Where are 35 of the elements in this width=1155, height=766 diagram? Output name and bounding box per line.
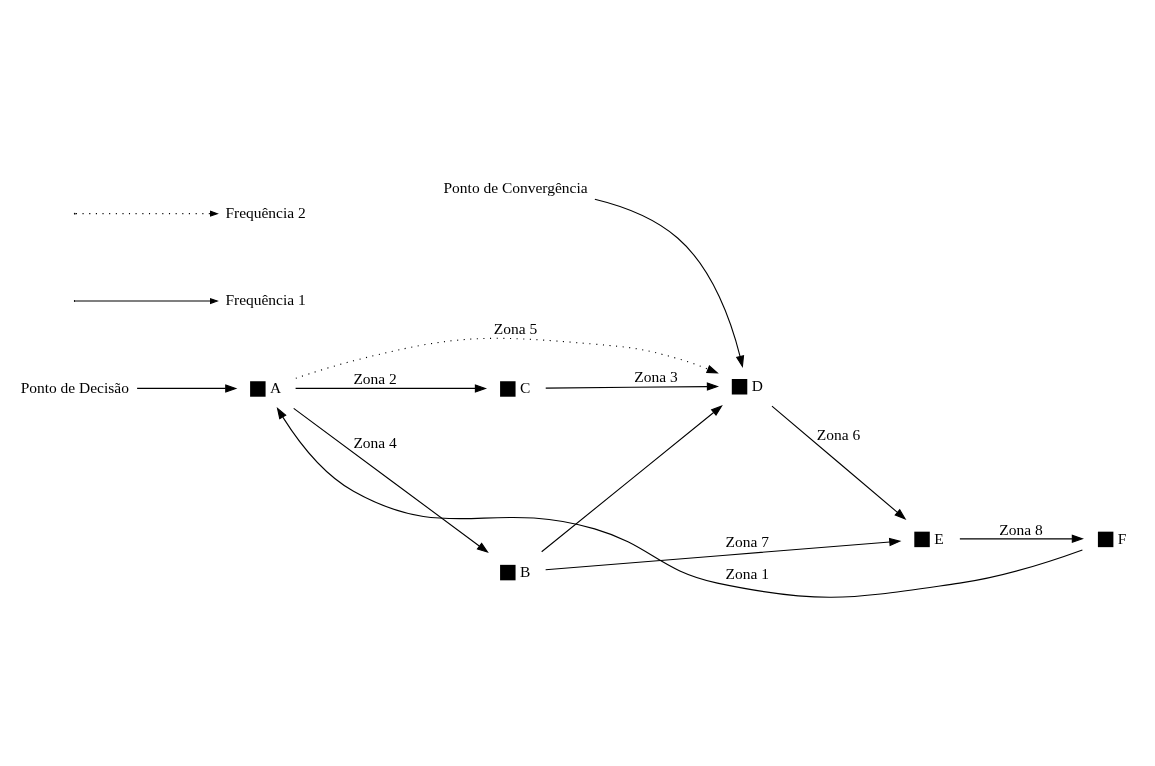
arrow [545,537,902,570]
edge-label: Zona 1 [725,564,769,582]
node-text: Ponto de Convergência [443,178,588,196]
arrow [771,405,907,520]
edge-label: Zona 4 [353,433,397,451]
edge-label: Zona 2 [353,369,397,387]
node-label: E [934,529,944,546]
arrow [594,198,745,368]
edge-label: Zona 8 [999,520,1043,538]
edge-label: Zona 7 [725,532,769,550]
node-label: C [519,378,531,396]
arrow [136,383,238,393]
arrow [545,381,720,391]
arrow [293,407,489,553]
node-box [500,380,516,397]
node-box [731,378,748,394]
edge-label: Zona 5 [493,319,538,337]
node-label: F [1117,529,1127,546]
arrow [541,404,723,552]
legend-label: Frequência 1 [225,290,306,308]
node-text: Ponto de Decisão [20,378,129,396]
node-label: D [751,376,763,394]
node-box [914,531,930,547]
node-box [1097,531,1114,547]
legend-label: Frequência 2 [225,203,306,221]
node-label: A [270,378,282,396]
node-label: B [519,562,531,580]
edge-label: Zona 3 [634,367,678,385]
edge-label: Zona 6 [816,425,861,443]
arrow [276,406,1083,598]
arrow [295,383,488,393]
arrow [295,337,719,379]
node-box [500,564,516,580]
arrow [959,534,1084,543]
node-box [250,380,266,397]
